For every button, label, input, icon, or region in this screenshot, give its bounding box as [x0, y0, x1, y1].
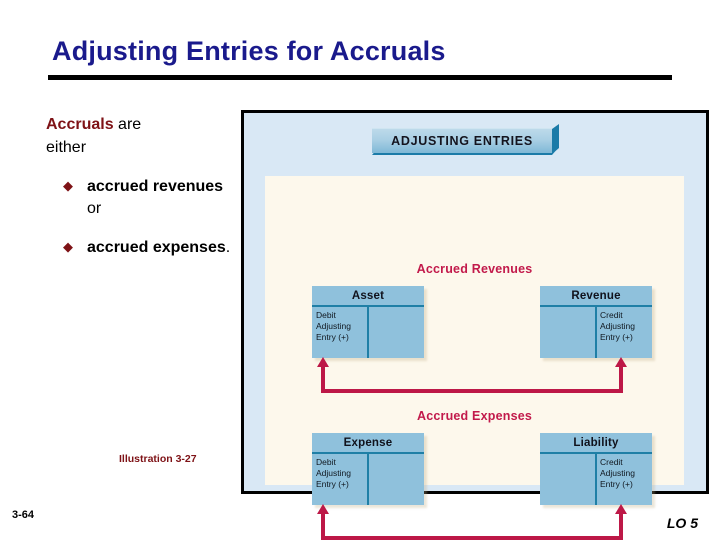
- t-account-title: Asset: [351, 289, 385, 302]
- bullet-text: accrued revenues or: [87, 176, 231, 220]
- section-heading-accrued-revenues: Accrued Revenues: [416, 262, 533, 276]
- banner-face: ADJUSTING ENTRIES: [372, 128, 552, 153]
- banner-label: ADJUSTING ENTRIES: [391, 134, 533, 148]
- bullet-bold-text: accrued revenues: [87, 178, 224, 195]
- t-account-title: Revenue: [571, 289, 621, 302]
- t-account-header: Expense: [312, 433, 424, 454]
- t-account-header: Revenue: [540, 286, 652, 307]
- slide-number: 3-64: [12, 509, 35, 521]
- connector-right-segment: [619, 365, 623, 393]
- illustration-inner-panel: Accrued Revenues Asset Debit Adjusting E…: [265, 176, 684, 540]
- t-account-title: Liability: [573, 436, 619, 449]
- diamond-bullet-icon: ◆: [63, 239, 73, 254]
- lead-sentence-line-1: Accruals are: [46, 113, 231, 136]
- t-account-divider: [595, 454, 597, 505]
- t-account-body: Debit Adjusting Entry (+): [312, 454, 424, 505]
- connector-right-segment: [619, 512, 623, 540]
- bullet-text: accrued expenses.: [87, 237, 230, 259]
- t-account-header: Liability: [540, 433, 652, 454]
- left-text-column: Accruals are either ◆ accrued revenues o…: [46, 113, 231, 259]
- t-account-body: Credit Adjusting Entry (+): [540, 307, 652, 358]
- list-item: ◆ accrued expenses.: [46, 237, 231, 259]
- diamond-bullet-icon: ◆: [63, 178, 73, 193]
- t-account-body: Credit Adjusting Entry (+): [540, 454, 652, 505]
- lead-keyword: Accruals: [46, 116, 114, 133]
- t-account-body: Debit Adjusting Entry (+): [312, 307, 424, 358]
- list-item: ◆ accrued revenues or: [46, 176, 231, 220]
- t-account-divider: [367, 454, 369, 505]
- t-account-divider: [367, 307, 369, 358]
- connector-left-segment: [321, 512, 325, 540]
- connector-left-segment: [321, 365, 325, 393]
- adjusting-entries-banner: ADJUSTING ENTRIES: [372, 124, 559, 155]
- t-account-asset: Asset Debit Adjusting Entry (+): [312, 286, 424, 358]
- illustration-panel: ADJUSTING ENTRIES Accrued Revenues Asset…: [241, 110, 709, 540]
- lead-sentence-line-2: either: [46, 139, 87, 156]
- connector-bottom-segment: [321, 536, 623, 540]
- t-account-entry: Credit Adjusting Entry (+): [600, 310, 635, 342]
- t-account-entry: Debit Adjusting Entry (+): [316, 457, 351, 489]
- bullet-trailing-text: .: [225, 239, 231, 256]
- t-account-title: Expense: [343, 436, 393, 449]
- t-account-entry: Credit Adjusting Entry (+): [600, 457, 635, 489]
- t-account-revenue: Revenue Credit Adjusting Entry (+): [540, 286, 652, 358]
- lead-rest: are: [113, 116, 142, 133]
- connector-bottom-segment: [321, 389, 623, 393]
- illustration-caption: Illustration 3-27: [119, 453, 197, 465]
- learning-objective-label: LO 5: [666, 515, 698, 531]
- t-account-expense: Expense Debit Adjusting Entry (+): [312, 433, 424, 505]
- t-account-entry: Debit Adjusting Entry (+): [316, 310, 351, 342]
- t-account-liability: Liability Credit Adjusting Entry (+): [540, 433, 652, 505]
- arrow-up-icon: [615, 357, 627, 367]
- t-account-divider: [595, 307, 597, 358]
- arrow-up-icon: [317, 504, 329, 514]
- arrow-up-icon: [317, 357, 329, 367]
- arrow-up-icon: [615, 504, 627, 514]
- bullet-trailing-text: or: [87, 200, 102, 217]
- section-heading-accrued-expenses: Accrued Expenses: [416, 409, 533, 423]
- page-title: Adjusting Entries for Accruals: [52, 36, 446, 66]
- connector-accrued-expenses: [317, 504, 627, 540]
- bullet-bold-text: accrued expenses: [87, 239, 226, 256]
- title-divider: [48, 75, 672, 80]
- banner-shadow-right: [552, 124, 559, 154]
- t-account-header: Asset: [312, 286, 424, 307]
- connector-accrued-revenues: [317, 357, 627, 393]
